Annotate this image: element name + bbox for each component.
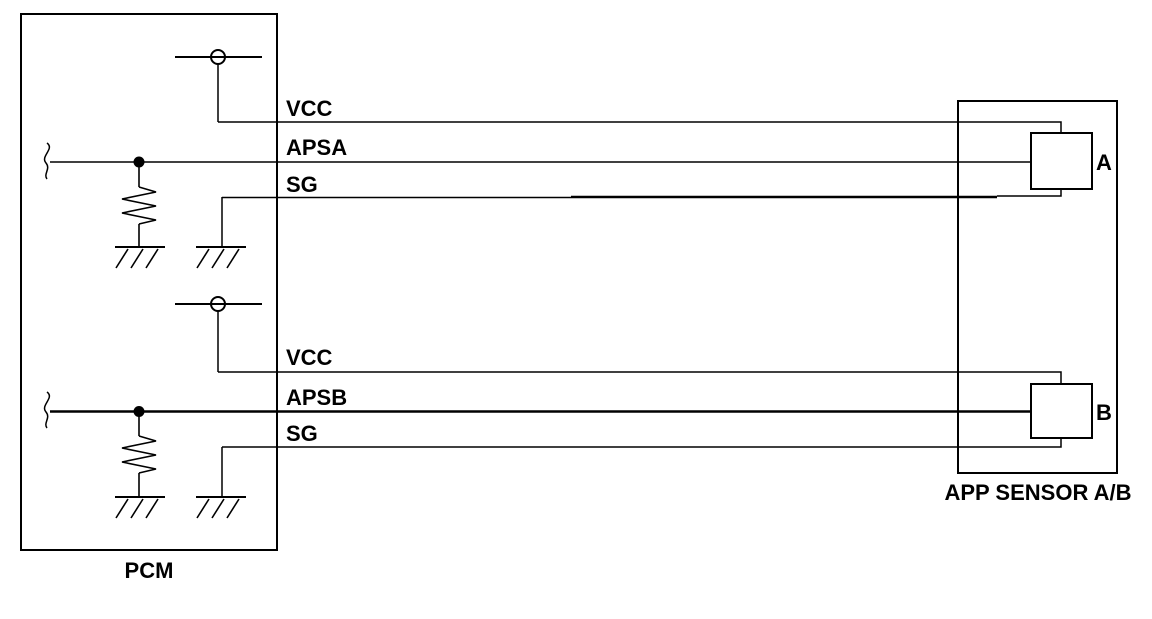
vcc-wire-a: [218, 121, 1062, 134]
ground-hatch: [115, 498, 129, 519]
power-terminal-icon-a: [175, 49, 262, 122]
ground-hatch: [226, 248, 240, 269]
app-sensor-label: APP SENSOR A/B: [944, 480, 1131, 505]
resistor-zigzag: [121, 435, 157, 474]
ground-hatch: [211, 248, 225, 269]
sensor-element-a: [1030, 132, 1093, 190]
pcm-box: [20, 13, 278, 551]
ground-hatch: [115, 248, 129, 269]
ground-hatch: [196, 498, 210, 519]
ground-hatch: [226, 498, 240, 519]
power-terminal-circle: [210, 296, 226, 312]
sensor-element-b: [1030, 383, 1093, 439]
sg-wire-a-right: [997, 188, 1062, 197]
vcc-wire-b: [218, 371, 1062, 385]
sensor-element-a-label: A: [1096, 150, 1112, 175]
sensor-element-b-label: B: [1096, 400, 1112, 425]
channel-b: B VCC APSB SG: [43, 296, 1112, 519]
power-terminal-icon-b: [175, 296, 262, 372]
vcc-label-b: VCC: [286, 345, 333, 370]
ground-icon-b2: [196, 496, 246, 519]
resistor-zigzag: [121, 186, 157, 225]
ground-hatch: [196, 248, 210, 269]
apsa-label: APSA: [286, 135, 347, 160]
ground-hatch: [130, 248, 144, 269]
apsb-label: APSB: [286, 385, 347, 410]
ground-hatch: [145, 248, 159, 269]
ground-hatch: [130, 498, 144, 519]
pulldown-resistor-icon-a: [121, 162, 157, 247]
ground-icon-a2: [196, 246, 246, 269]
ground-icon-a1: [115, 246, 165, 269]
pcm-label: PCM: [125, 558, 174, 583]
channel-a: A VCC APSA SG: [43, 49, 1112, 269]
pulldown-resistor-icon-b: [121, 411, 157, 497]
vcc-label-a: VCC: [286, 96, 333, 121]
power-terminal-circle: [210, 49, 226, 65]
sg-wire-b: [222, 437, 1062, 448]
ground-icon-b1: [115, 496, 165, 519]
ground-hatch: [211, 498, 225, 519]
sg-label-a: SG: [286, 172, 318, 197]
wire-break-icon-b: [43, 391, 51, 429]
sg-label-b: SG: [286, 421, 318, 446]
ground-hatch: [145, 498, 159, 519]
wire-break-icon-a: [43, 142, 51, 180]
